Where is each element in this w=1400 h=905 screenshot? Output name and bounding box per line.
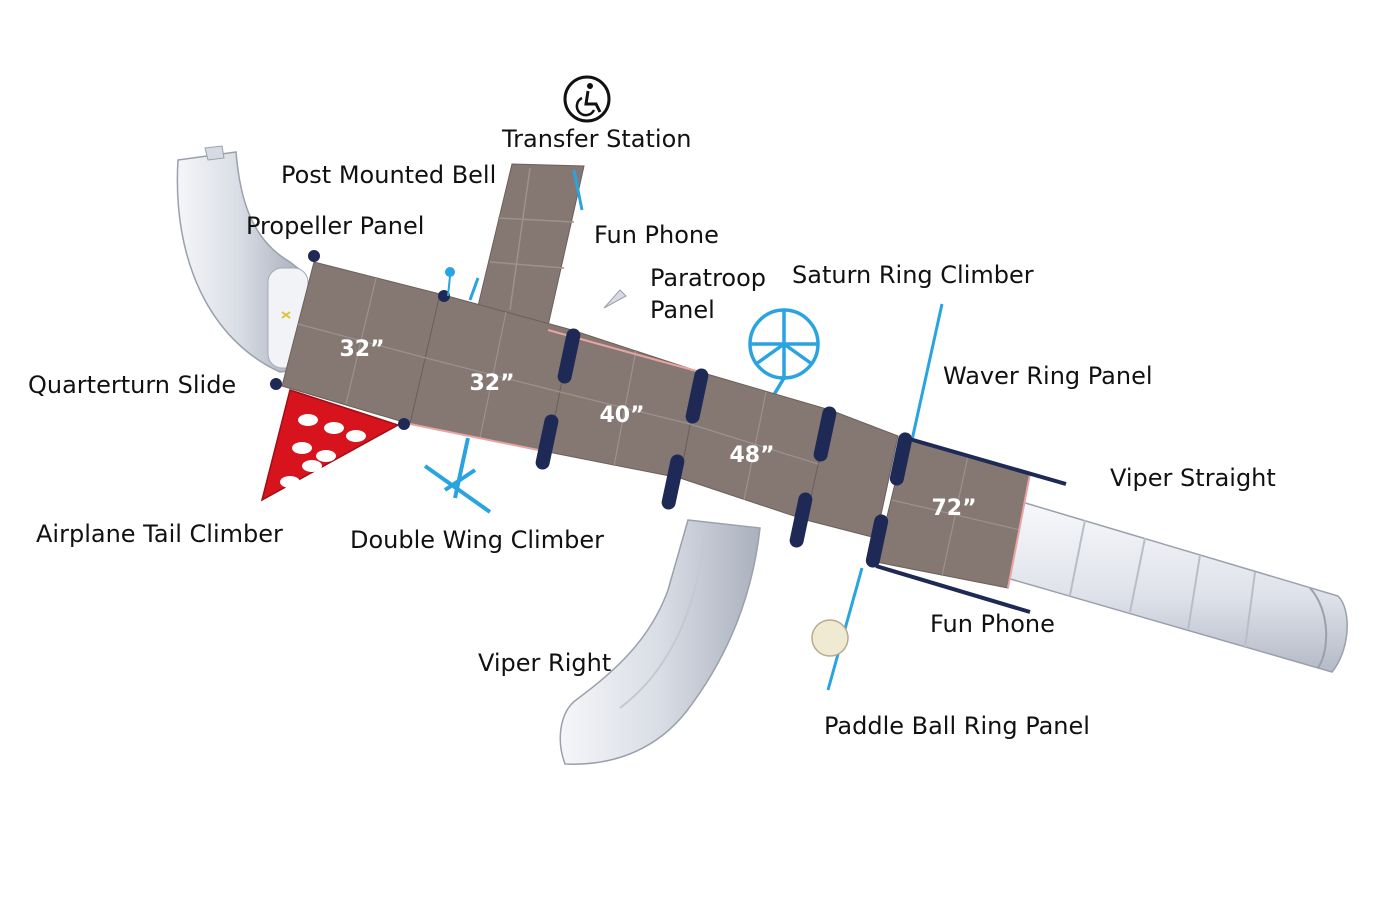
fun-phone-top-bar <box>905 436 1067 486</box>
viper-right-slide <box>559 519 761 765</box>
transfer-station <box>468 163 585 327</box>
label-quarterturn-slide: Quarterturn Slide <box>28 371 236 399</box>
post-mounted-bell <box>445 267 455 277</box>
label-airplane-tail-climber: Airplane Tail Climber <box>36 520 283 548</box>
deck-height-3: 40” <box>599 403 644 428</box>
saturn-ring-climber <box>748 308 820 399</box>
deck-posts <box>270 250 913 568</box>
label-paddle-ball-ring-panel: Paddle Ball Ring Panel <box>824 712 1090 740</box>
label-paratroop-panel-line1: Paratroop <box>650 264 766 292</box>
wheelchair-icon <box>563 75 611 123</box>
deck-run <box>281 261 1031 589</box>
deck-height-1: 32” <box>339 337 384 362</box>
label-propeller-panel: Propeller Panel <box>246 212 424 240</box>
double-wing-climber <box>423 437 492 514</box>
label-waver-ring-panel: Waver Ring Panel <box>943 362 1153 390</box>
label-fun-phone-bottom: Fun Phone <box>930 610 1055 638</box>
label-viper-straight: Viper Straight <box>1110 464 1276 492</box>
viper-straight-slide <box>999 501 1348 673</box>
deck-height-5: 72” <box>931 496 976 521</box>
label-fun-phone-top: Fun Phone <box>594 221 719 249</box>
paratroop-panel <box>603 289 627 309</box>
fun-phone-bottom-bar <box>875 564 1031 614</box>
waver-ring-panel <box>910 303 944 441</box>
label-transfer-station: Transfer Station <box>501 125 691 153</box>
label-double-wing-climber: Double Wing Climber <box>350 526 604 554</box>
label-post-mounted-bell: Post Mounted Bell <box>281 161 496 189</box>
deck-height-4: 48” <box>729 443 774 468</box>
airplane-tail-climber <box>260 389 400 502</box>
label-paratroop-panel-line2: Panel <box>650 296 715 324</box>
label-saturn-ring-climber: Saturn Ring Climber <box>792 261 1034 289</box>
deck-height-2: 32” <box>469 371 514 396</box>
label-viper-right: Viper Right <box>478 649 611 677</box>
